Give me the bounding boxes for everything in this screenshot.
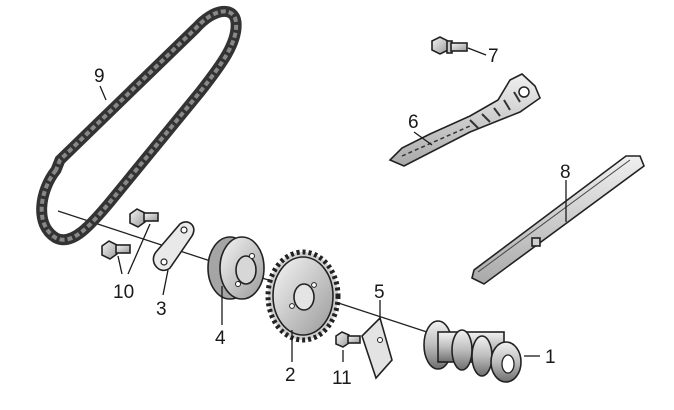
callout-7: 7 bbox=[488, 46, 499, 67]
camshaft-lobe-1 bbox=[451, 329, 473, 371]
camshaft-lobe-2 bbox=[471, 335, 493, 377]
plate-5-body bbox=[361, 316, 393, 380]
part-8-chain-guide bbox=[471, 155, 645, 285]
callout-2: 2 bbox=[285, 365, 296, 386]
plate-3-hole-upper bbox=[180, 226, 188, 234]
part-11-bolt bbox=[335, 331, 361, 348]
tensioner-body bbox=[388, 73, 541, 167]
callout-3: 3 bbox=[156, 299, 167, 320]
part-9-timing-chain bbox=[36, 6, 242, 246]
leader-10a bbox=[127, 223, 151, 275]
part-7-bolt bbox=[431, 36, 468, 55]
part-2-cam-sprocket bbox=[265, 249, 341, 343]
camshaft-end-bore bbox=[501, 354, 515, 374]
bolt-10-upper bbox=[129, 208, 159, 228]
plate-3-hole-lower bbox=[160, 258, 168, 266]
bolt-7-shank bbox=[450, 42, 468, 52]
part-5-pin-plate bbox=[361, 316, 393, 380]
plate-3-body bbox=[152, 221, 195, 272]
leader-6 bbox=[413, 131, 433, 146]
chain-loop-inner bbox=[39, 9, 239, 242]
part-10-bolts bbox=[101, 208, 159, 260]
callout-10: 10 bbox=[113, 282, 134, 303]
bolt-11-shank bbox=[347, 335, 361, 344]
sprocket-hub bbox=[293, 283, 315, 311]
bolt-7-head bbox=[431, 36, 449, 55]
leader-9 bbox=[99, 85, 107, 101]
bolt-11-head bbox=[335, 331, 350, 348]
bolt-10-lower-shank bbox=[115, 244, 131, 254]
plate-5-hole bbox=[377, 337, 383, 343]
part-1-camshaft bbox=[423, 320, 522, 383]
leader-10b bbox=[117, 255, 123, 275]
chain-loop-outline bbox=[36, 6, 242, 246]
hub-4-hole-upper bbox=[249, 253, 255, 259]
callout-11: 11 bbox=[332, 368, 352, 389]
callout-8: 8 bbox=[560, 162, 571, 183]
callout-6: 6 bbox=[408, 112, 419, 133]
part-6-chain-tensioner bbox=[388, 73, 541, 167]
callout-9: 9 bbox=[94, 66, 105, 87]
sprocket-hole-lower bbox=[289, 303, 295, 309]
bolt-10-lower bbox=[101, 240, 131, 260]
part-3-lock-plate bbox=[152, 221, 195, 272]
leader-7 bbox=[467, 47, 487, 56]
callout-labels: 1 2 3 4 5 6 7 8 9 10 11 bbox=[94, 46, 571, 389]
callout-leaders bbox=[99, 47, 567, 362]
guide-tab bbox=[531, 237, 541, 247]
leader-3 bbox=[162, 269, 169, 296]
tensioner-pad-dashes bbox=[401, 125, 471, 157]
tensioner-pivot-hole bbox=[518, 86, 530, 98]
tensioner-ribs bbox=[469, 91, 521, 129]
callout-1: 1 bbox=[545, 347, 556, 368]
guide-body bbox=[471, 155, 645, 285]
bolt-10-upper-head bbox=[129, 208, 146, 228]
hub-4-hole-lower bbox=[235, 281, 241, 287]
guide-lip bbox=[477, 159, 631, 273]
sprocket-hole-upper bbox=[311, 282, 317, 288]
part-4-cam-hub bbox=[207, 236, 265, 300]
bolt-10-upper-shank bbox=[143, 212, 159, 222]
bolt-10-lower-head bbox=[101, 240, 118, 260]
callout-4: 4 bbox=[215, 328, 226, 349]
callout-5: 5 bbox=[374, 282, 385, 303]
hub-4-boss bbox=[235, 255, 257, 285]
